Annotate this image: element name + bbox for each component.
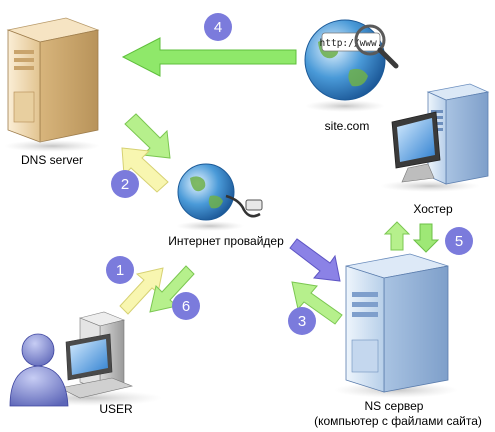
step-badge-5: 5: [445, 227, 473, 255]
hoster-icon: [380, 83, 490, 192]
arrow-step-4: [121, 37, 297, 77]
user-label: USER: [99, 402, 133, 416]
step-number-4: 4: [214, 19, 222, 36]
step-badge-3: 3: [288, 307, 316, 335]
step-badge-4: 4: [204, 13, 232, 41]
isp-globe-icon: [176, 163, 263, 231]
arrow-step-5-down: [412, 223, 440, 253]
ns-server-icon: [334, 253, 458, 398]
step-badge-6: 6: [172, 292, 200, 320]
ns-server-label-line1: NS сервер: [365, 399, 424, 413]
step-number-6: 6: [182, 298, 190, 315]
site-url-tag: http://www.: [320, 38, 383, 49]
arrow-step-1-down: [149, 265, 195, 313]
site-globe-icon: http://www.: [304, 19, 399, 112]
arrow-step-1-up: [119, 267, 164, 315]
step-number-5: 5: [455, 233, 463, 250]
step-badge-1: 1: [106, 256, 134, 284]
isp-label: Интернет провайдер: [168, 234, 284, 248]
step-number-3: 3: [298, 313, 306, 330]
step-number-2: 2: [121, 176, 129, 193]
hoster-label: Хостер: [413, 202, 453, 216]
user-icon: [9, 311, 162, 407]
step-number-1: 1: [116, 262, 124, 279]
arrow-step-5-up: [383, 221, 411, 251]
step-badge-2: 2: [111, 170, 139, 198]
dns-server-label: DNS server: [21, 153, 83, 167]
dns-server-icon: [4, 17, 100, 152]
ns-server-label-line2: (компьютер с файлами сайта): [314, 414, 482, 428]
arrow-step-2-down: [124, 113, 171, 159]
arrow-step-3-out: [289, 238, 341, 282]
site-label: site.com: [325, 119, 370, 133]
